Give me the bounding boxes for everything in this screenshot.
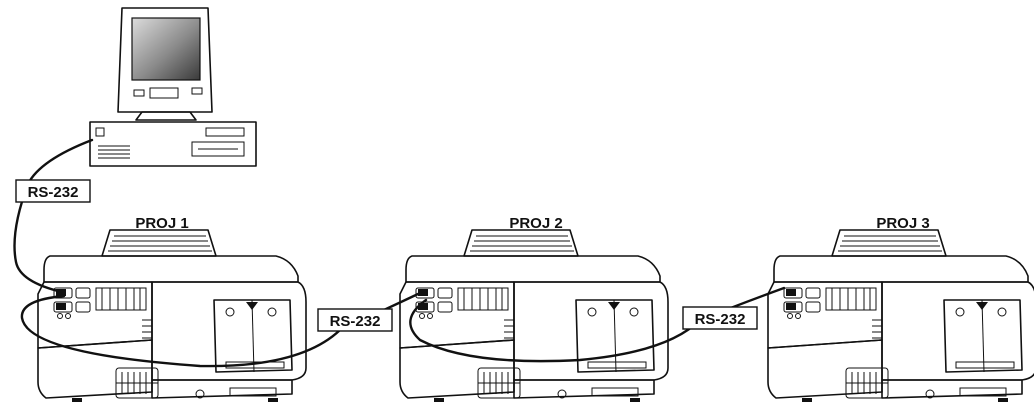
- cable-pc-to-proj1: [13, 138, 94, 294]
- projector-2-title: PROJ 2: [509, 215, 562, 232]
- projector-1: [37, 229, 307, 403]
- projector-2: [399, 229, 669, 403]
- svg-text:RS-232: RS-232: [330, 313, 381, 330]
- computer: [89, 7, 257, 167]
- system-unit: [89, 121, 257, 167]
- svg-text:RS-232: RS-232: [28, 184, 79, 201]
- projector-3-title: PROJ 3: [876, 215, 929, 232]
- rs232-label-3: RS-232: [682, 306, 758, 330]
- projector-1-title: PROJ 1: [135, 215, 188, 232]
- rs232-label-1: RS-232: [15, 179, 91, 203]
- monitor: [117, 7, 213, 121]
- svg-text:RS-232: RS-232: [695, 311, 746, 328]
- projector-3: [767, 229, 1034, 403]
- rs232-label-2: RS-232: [317, 308, 393, 332]
